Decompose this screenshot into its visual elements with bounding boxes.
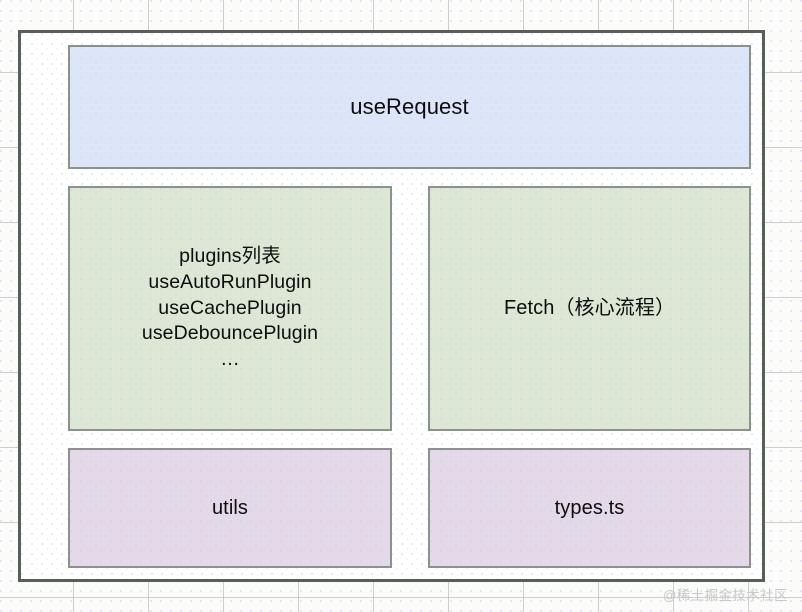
node-fetch-core-flow[interactable]: Fetch（核心流程） [428, 186, 751, 431]
node-plugins-list-label: plugins列表 useAutoRunPlugin useCachePlugi… [141, 245, 319, 371]
node-fetch-core-flow-label: Fetch（核心流程） [503, 297, 676, 320]
node-use-request-label: useRequest [350, 94, 469, 120]
node-utils[interactable]: utils [68, 448, 392, 568]
diagram-outer-container: useRequest plugins列表 useAutoRunPlugin us… [18, 30, 765, 582]
node-utils-label: utils [211, 496, 249, 519]
node-types-ts[interactable]: types.ts [428, 448, 751, 568]
watermark: @稀土掘金技术社区 [662, 588, 788, 603]
node-types-ts-label: types.ts [554, 496, 625, 519]
node-use-request[interactable]: useRequest [68, 45, 751, 169]
node-plugins-list[interactable]: plugins列表 useAutoRunPlugin useCachePlugi… [68, 186, 392, 431]
